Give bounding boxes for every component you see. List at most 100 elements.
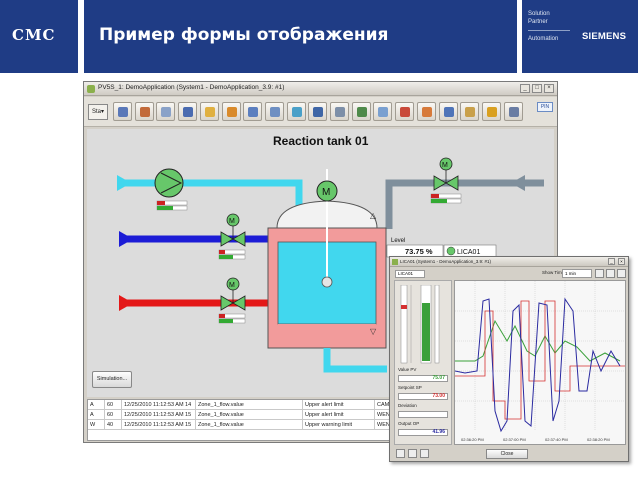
alarm-type: A [90, 412, 94, 418]
pump-icon [154, 168, 184, 198]
trend-close-button[interactable]: × [618, 258, 625, 265]
app-icon [87, 85, 95, 93]
timerange-select[interactable]: 1 min [562, 269, 592, 278]
time-label: 02:37:00 PM [503, 437, 526, 442]
toolbar-button-10[interactable] [308, 102, 328, 121]
toolbar-button-15[interactable] [416, 102, 436, 121]
toolbar: Sta▾ PIN [84, 97, 557, 127]
trend-settings-button[interactable] [617, 269, 626, 278]
toolbar-icon [378, 107, 389, 117]
partner-divider [528, 30, 570, 31]
sp-value[interactable]: 73.00 [398, 393, 448, 400]
toolbar-button-4[interactable] [178, 102, 198, 121]
svg-text:M: M [322, 187, 330, 198]
svg-text:M: M [229, 218, 235, 225]
alarm-row[interactable]: A 60 12/25/2010 11:12:53 AM 15 Zone_1_fl… [88, 410, 553, 420]
toolbar-button-6[interactable] [221, 102, 241, 121]
toolbar-button-1[interactable] [113, 102, 132, 121]
toolbar-button-11[interactable] [330, 102, 349, 121]
cmc-logo: CMC [12, 26, 56, 44]
alarm-time: 12/25/2010 11:12:53 AM 15 [121, 410, 195, 420]
simulation-button[interactable]: Simulation... [92, 371, 132, 388]
toolbar-icon [443, 107, 454, 117]
trend-chart: 02:36:20 PM 02:37:00 PM 02:37:40 PM 02:3… [454, 280, 626, 445]
toolbar-button-7[interactable] [243, 102, 263, 121]
toolbar-button-19[interactable] [503, 102, 523, 121]
alarm-priority: 60 [104, 410, 121, 420]
toolbar-button-14[interactable] [395, 102, 415, 121]
toolbar-button-12[interactable] [351, 102, 371, 121]
red-valve-icon [220, 295, 234, 311]
partner-sub: Automation [528, 36, 559, 42]
grey-valve-icon [433, 175, 447, 191]
alarm-row[interactable]: W 40 12/25/2010 11:12:53 AM 15 Zone_1_fl… [88, 420, 553, 430]
toolbar-button-5[interactable] [199, 102, 219, 121]
deviation-value [398, 411, 448, 418]
op-value[interactable]: 41.96 [398, 429, 448, 436]
level-tag: LICA01 [457, 249, 480, 256]
toolbar-button-9[interactable] [286, 102, 306, 121]
trend-help-button[interactable] [420, 449, 429, 458]
minimize-button[interactable]: _ [520, 84, 530, 93]
toolbar-icon [248, 107, 259, 117]
toolbar-button-3[interactable] [156, 102, 176, 121]
zoom-out-button[interactable] [606, 269, 615, 278]
trend-minimize-button[interactable]: _ [608, 258, 615, 265]
toolbar-icon [356, 107, 367, 117]
toolbar-button-18[interactable] [481, 102, 501, 121]
header-divider-right [517, 0, 522, 73]
slide-header: CMC Пример формы отображения Solution Pa… [0, 0, 638, 73]
toolbar-icon [226, 107, 237, 117]
toolbar-button-8[interactable] [264, 102, 284, 121]
alarm-row[interactable]: A 60 12/25/2010 11:12:53 AM 14 Zone_1_fl… [88, 400, 553, 410]
alarm-text: Upper warning limit [302, 420, 374, 430]
alarm-type: W [90, 422, 96, 428]
blue-valve-icon [220, 231, 234, 247]
sp-label: Setpoint SP [398, 385, 422, 390]
toolbar-button-13[interactable] [373, 102, 393, 121]
faceplate-bar-graph [400, 285, 440, 364]
close-window-button[interactable]: × [544, 84, 554, 93]
trend-tag-field[interactable]: LICA01 [395, 270, 425, 278]
alarm-text: Upper alert limit [302, 410, 374, 420]
trend-title-text: LICA01 (System1 - DemoApplication_3.9: #… [400, 259, 492, 264]
trend-print-button[interactable] [396, 449, 405, 458]
svg-text:M: M [229, 282, 235, 289]
toolbar-icon [291, 107, 302, 117]
header-divider [78, 0, 84, 73]
trend-series-sp [455, 300, 625, 420]
siemens-logo: SIEMENS [582, 31, 627, 42]
alarm-area: CAME [374, 400, 404, 410]
level-value: 73.75 % [405, 247, 433, 256]
alarm-area: WENT [374, 420, 404, 430]
toolbar-button-2[interactable] [134, 102, 154, 121]
water-inlet-line [117, 179, 303, 229]
grey-outlet-line [385, 179, 544, 229]
alarm-tag: Zone_1_flow.value [195, 410, 302, 420]
alarm-time: 12/25/2010 11:12:53 AM 15 [121, 420, 195, 430]
toolbar-button-16[interactable] [438, 102, 458, 121]
alarm-priority: 60 [104, 400, 121, 410]
water-inlet-arrow [117, 175, 131, 191]
toolbar-icon [161, 107, 172, 117]
outlet-line [323, 348, 387, 373]
toolbar-icon [139, 107, 150, 117]
toolbar-icon [118, 107, 128, 117]
zoom-in-button[interactable] [595, 269, 604, 278]
pin-button[interactable]: PIN [537, 102, 553, 112]
partner-line-1: Solution [528, 11, 550, 17]
toolbar-button-17[interactable] [460, 102, 480, 121]
time-label: 02:38:20 PM [587, 437, 610, 442]
trend-export-button[interactable] [408, 449, 417, 458]
alarm-tag: Zone_1_flow.value [195, 420, 302, 430]
svg-text:▽: ▽ [370, 327, 377, 336]
alarm-type: A [90, 402, 94, 408]
close-button[interactable]: Close [486, 449, 528, 459]
level-label: Level [391, 238, 405, 244]
alarm-area: WENT [374, 410, 404, 420]
trend-series-op [455, 319, 621, 362]
maximize-button[interactable]: □ [532, 84, 542, 93]
start-menu-button[interactable]: Sta▾ [88, 104, 108, 120]
solution-partner-badge: Solution Partner Automation [528, 10, 576, 66]
time-label: 02:37:40 PM [545, 437, 568, 442]
